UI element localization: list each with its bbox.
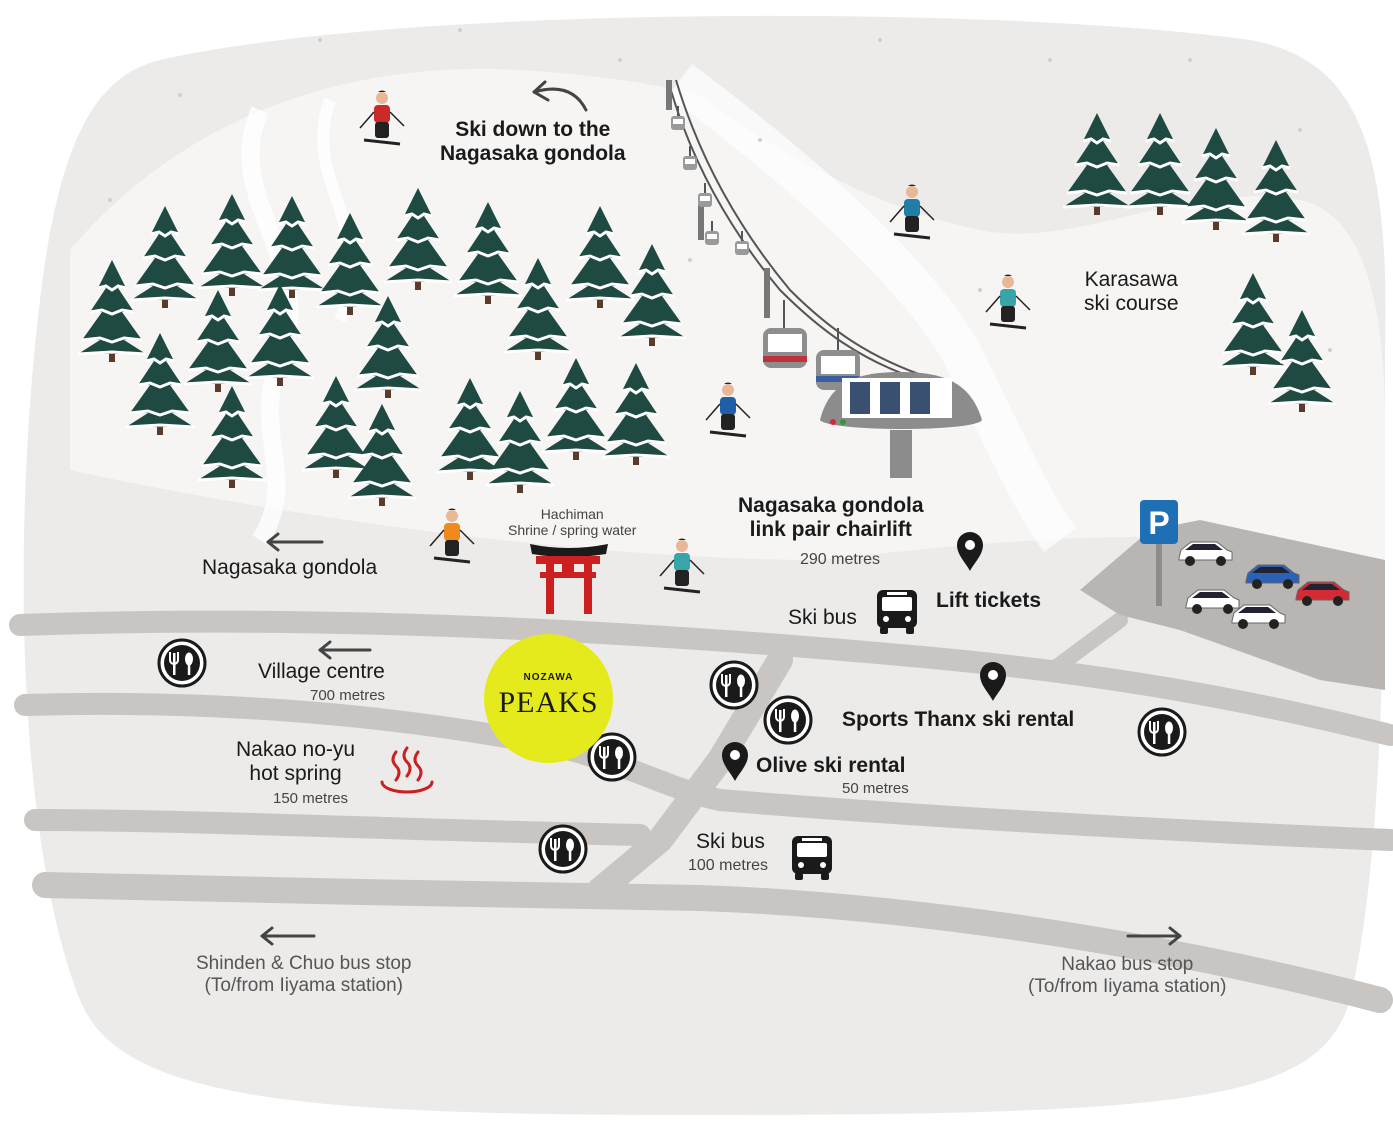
nakao-distance: 150 metres <box>273 790 349 807</box>
hot-spring-icon <box>380 746 434 794</box>
badge-top-text: NOZAWA <box>523 672 574 683</box>
shinden-bus-stop-label: Shinden & Chuo bus stop(To/from Iiyama s… <box>196 953 412 996</box>
restaurant-icon <box>709 660 759 710</box>
gondola-line <box>666 79 982 478</box>
lift-tickets-label: Lift tickets <box>936 589 1042 612</box>
parking-icon: P <box>1148 505 1169 541</box>
nakao-bus-stop-label: Nakao bus stop(To/from Iiyama station) <box>1028 954 1227 997</box>
olive-ski-rental-label: Olive ski rental <box>756 754 906 777</box>
ski-bus-top-label: Ski bus <box>788 606 857 629</box>
bus-icon <box>877 590 917 634</box>
arrow-right-icon <box>1126 926 1182 946</box>
arrow-left-icon <box>318 640 372 660</box>
gondola-icon <box>763 300 807 368</box>
restaurant-icon <box>157 638 207 688</box>
torii-gate-icon <box>530 544 608 614</box>
restaurant-icon <box>1137 707 1187 757</box>
restaurant-icon <box>538 824 588 874</box>
village-centre-label: Village centre <box>258 660 385 683</box>
arrow-left-icon <box>260 926 316 946</box>
roads <box>9 610 1393 1013</box>
curved-arrow-icon <box>532 80 588 112</box>
badge-main-text: PEAKS <box>498 686 599 719</box>
parking-lot: P <box>1080 500 1385 690</box>
gondola-station <box>820 372 982 478</box>
nozawa-peaks-badge[interactable]: NOZAWA PEAKS <box>484 634 613 763</box>
ski-bus-bottom-label: Ski bus <box>696 830 765 853</box>
bus-icon <box>792 836 832 880</box>
olive-distance: 50 metres <box>842 780 909 797</box>
sports-thanx-label: Sports Thanx ski rental <box>842 708 1075 731</box>
ski-bus-bottom-distance: 100 metres <box>688 857 769 874</box>
arrow-left-icon <box>266 532 324 552</box>
restaurant-icon <box>763 695 813 745</box>
mountain-slope <box>70 68 1385 560</box>
nagasaka-gondola-label: Nagasaka gondola <box>202 556 378 579</box>
chairlift-distance: 290 metres <box>800 551 881 568</box>
village-distance: 700 metres <box>310 687 386 704</box>
